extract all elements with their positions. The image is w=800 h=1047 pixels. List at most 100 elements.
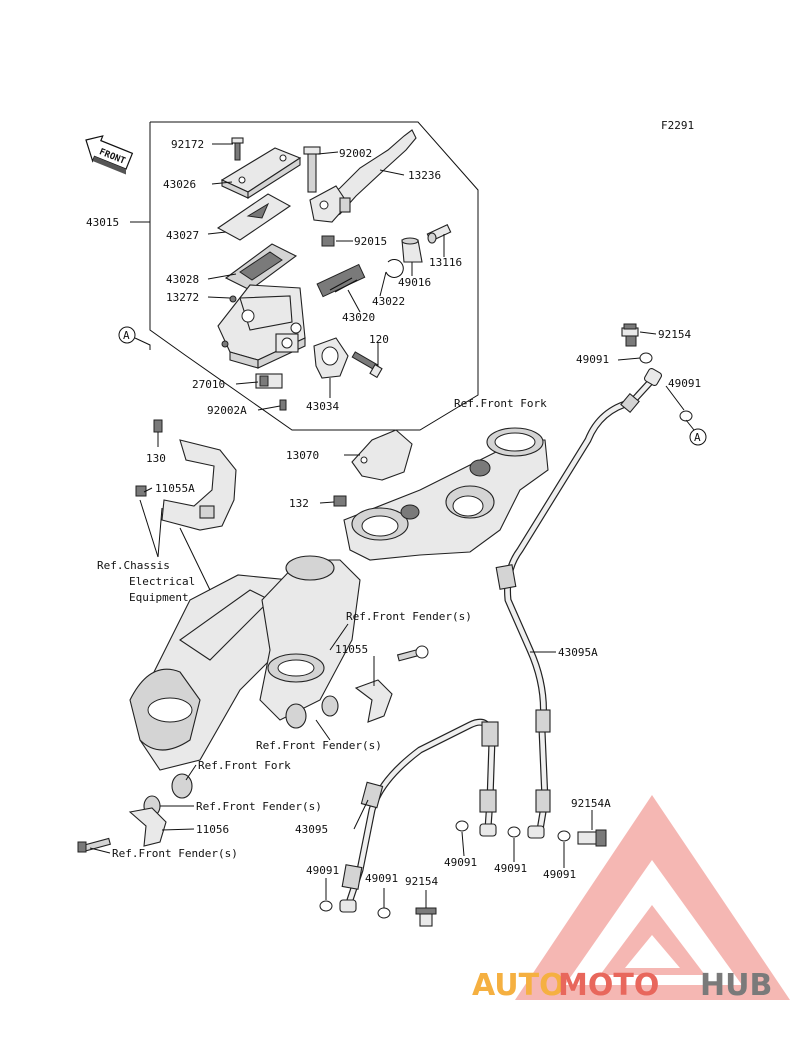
label-92002a: 92002A bbox=[207, 404, 247, 417]
label-ref-chassis-equipment: Equipment bbox=[129, 591, 189, 604]
watermark-moto: MOTO bbox=[558, 968, 659, 1003]
label-49016: 49016 bbox=[398, 276, 431, 289]
label-49091-e: 49091 bbox=[543, 868, 576, 881]
watermark-hub: HUB bbox=[700, 968, 772, 1003]
label-11055: 11055 bbox=[335, 643, 368, 656]
callout-letter-right: A bbox=[694, 431, 701, 444]
label-43028: 43028 bbox=[166, 273, 199, 286]
push-pin bbox=[426, 223, 452, 244]
bleed-screw bbox=[229, 295, 237, 303]
label-92154-top: 92154 bbox=[658, 328, 691, 341]
watermark-auto: AUTO bbox=[472, 968, 565, 1003]
banjo-bolt-top bbox=[621, 323, 639, 347]
banjo-bolt-92154 bbox=[415, 907, 437, 927]
label-43026: 43026 bbox=[163, 178, 196, 191]
washer-b4 bbox=[319, 900, 333, 912]
collar-upper bbox=[285, 703, 307, 729]
circlip bbox=[385, 258, 404, 278]
washer-b1 bbox=[455, 820, 469, 832]
washer-b2 bbox=[507, 826, 521, 838]
reservoir-cap bbox=[220, 147, 302, 200]
washer-top-1 bbox=[639, 352, 653, 364]
label-43020: 43020 bbox=[342, 311, 375, 324]
label-49091-g: 49091 bbox=[365, 872, 398, 885]
callout-circle-left bbox=[118, 326, 136, 344]
brake-switch bbox=[255, 373, 283, 389]
label-ref-front-fender-1: Ref.Front Fender(s) bbox=[346, 610, 472, 623]
label-ref-chassis: Ref.Chassis bbox=[97, 559, 170, 572]
label-43095a: 43095A bbox=[558, 646, 598, 659]
label-13070: 13070 bbox=[286, 449, 319, 462]
label-43022: 43022 bbox=[372, 295, 405, 308]
master-cylinder-body bbox=[217, 284, 306, 369]
grommet-11055a bbox=[135, 485, 147, 497]
watermark-logo bbox=[515, 795, 790, 1000]
brake-hose-43095 bbox=[339, 718, 499, 913]
handlebar-clamp bbox=[313, 337, 349, 379]
lever-nut bbox=[321, 235, 335, 247]
diaphragm bbox=[224, 243, 298, 291]
label-27010: 27010 bbox=[192, 378, 225, 391]
label-11055a: 11055A bbox=[155, 482, 195, 495]
diaphragm-plate bbox=[216, 193, 292, 241]
label-92002: 92002 bbox=[339, 147, 372, 160]
front-arrow-icon: FRONT bbox=[85, 135, 134, 175]
pivot-bolt bbox=[303, 146, 321, 193]
bolt-fender-upper bbox=[396, 645, 429, 662]
label-132: 132 bbox=[289, 497, 309, 510]
watermark-text: AUTO MOTO HUB bbox=[472, 968, 772, 1003]
dust-boot bbox=[401, 237, 423, 263]
label-13116: 13116 bbox=[429, 256, 462, 269]
label-ref-front-fender-4: Ref.Front Fender(s) bbox=[112, 847, 238, 860]
upper-triple-clamp bbox=[343, 427, 549, 561]
hose-bracket-13070 bbox=[351, 429, 413, 481]
switch-screw bbox=[279, 399, 287, 411]
label-92015: 92015 bbox=[354, 235, 387, 248]
brake-hose-43095a bbox=[495, 367, 663, 839]
bolt-130 bbox=[153, 419, 163, 433]
callout-circle-right bbox=[689, 428, 707, 446]
label-ref-chassis-electrical: Electrical bbox=[129, 575, 195, 588]
label-ref-front-fork-bottom: Ref.Front Fork bbox=[198, 759, 291, 772]
screw-92172 bbox=[231, 137, 244, 161]
label-92172: 92172 bbox=[171, 138, 204, 151]
bolt-fender-lower bbox=[77, 837, 111, 853]
bracket-11055a bbox=[161, 439, 237, 531]
label-43015: 43015 bbox=[86, 216, 119, 229]
assembly-outline bbox=[149, 121, 479, 431]
callout-leader-right bbox=[685, 419, 695, 431]
label-49091-c: 49091 bbox=[444, 856, 477, 869]
piston-assembly bbox=[316, 263, 366, 298]
label-43095: 43095 bbox=[295, 823, 328, 836]
figure-code: F2291 bbox=[661, 119, 694, 132]
banjo-bolt-92154a bbox=[577, 829, 607, 847]
label-49091-d: 49091 bbox=[494, 862, 527, 875]
clamp-11055 bbox=[354, 679, 393, 723]
grommet-upper bbox=[321, 695, 339, 717]
label-11056: 11056 bbox=[196, 823, 229, 836]
label-92154a-bottom: 92154A bbox=[571, 797, 611, 810]
washer-top-2 bbox=[679, 410, 693, 422]
callout-leader-left bbox=[134, 337, 151, 350]
bolt-132 bbox=[333, 495, 347, 507]
label-92154-bottom: 92154 bbox=[405, 875, 438, 888]
label-13236: 13236 bbox=[408, 169, 441, 182]
label-130: 130 bbox=[146, 452, 166, 465]
label-120: 120 bbox=[369, 333, 389, 346]
label-13272: 13272 bbox=[166, 291, 199, 304]
clamp-11056 bbox=[128, 807, 167, 847]
label-43027: 43027 bbox=[166, 229, 199, 242]
label-49091-f: 49091 bbox=[306, 864, 339, 877]
label-ref-front-fender-2: Ref.Front Fender(s) bbox=[256, 739, 382, 752]
brake-lever bbox=[309, 129, 417, 223]
label-43034: 43034 bbox=[306, 400, 339, 413]
label-49091-top-left: 49091 bbox=[576, 353, 609, 366]
washer-b3 bbox=[557, 830, 571, 842]
label-ref-front-fender-3: Ref.Front Fender(s) bbox=[196, 800, 322, 813]
front-fork-right bbox=[259, 555, 361, 721]
washer-b5 bbox=[377, 907, 391, 919]
callout-letter-left: A bbox=[123, 329, 130, 342]
clamp-bolt bbox=[351, 351, 383, 379]
label-49091-top-right: 49091 bbox=[668, 377, 701, 390]
